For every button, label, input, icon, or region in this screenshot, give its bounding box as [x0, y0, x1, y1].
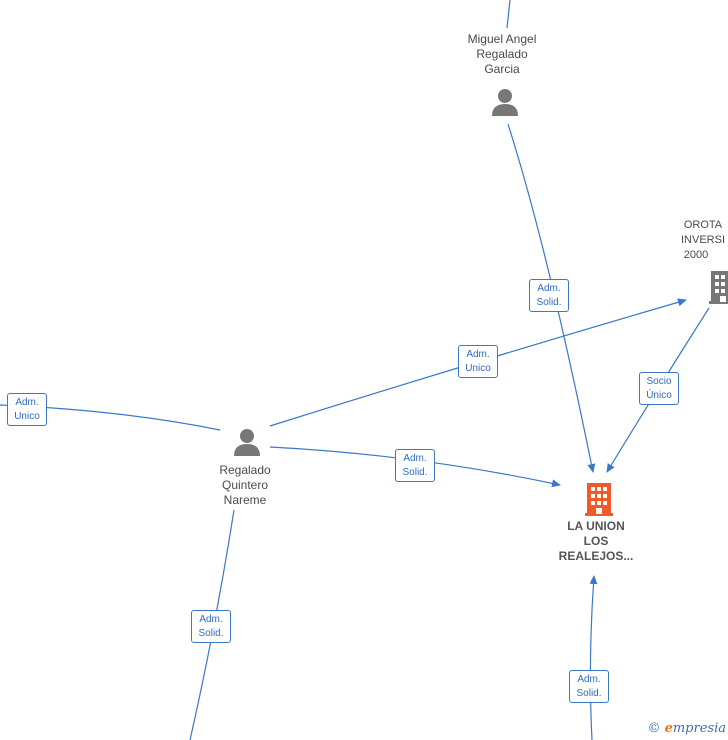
node-label-line: Miguel Angel [467, 32, 537, 46]
edge-miguel-to-launion [507, 123, 596, 473]
edge-label-regalado-down[interactable]: Adm. Solid. [191, 610, 231, 643]
node-label-line: Regalado [219, 463, 271, 477]
node-label-line: 2000 [683, 249, 709, 261]
building-icon [585, 483, 613, 516]
node-label-line: Garcia [484, 62, 520, 76]
person-icon [492, 89, 518, 116]
edge-label-text: Único [646, 390, 672, 401]
edge-label-text: Solid. [536, 297, 562, 308]
node-label-orotava[interactable]: OROTA INVERSI 2000 [668, 218, 728, 263]
node-label-line: OROTA [683, 219, 723, 231]
node-label-line: REALEJOS... [558, 549, 634, 563]
edge-label-text: Unico [14, 411, 40, 422]
edge-label-text: Adm. [15, 397, 39, 408]
node-label-launion[interactable]: LA UNION LOS REALEJOS... [546, 519, 646, 564]
node-label-line: INVERSI [680, 234, 725, 246]
edge-label-text: Socio [646, 376, 672, 387]
edge-label-bottom-launion[interactable]: Adm. Solid. [569, 670, 609, 703]
brand-name: mpresia [672, 721, 726, 736]
edge-label-regalado-orotava[interactable]: Adm. Unico [458, 345, 498, 378]
edge-label-text: Solid. [402, 467, 428, 478]
edge-label-miguel-launion[interactable]: Adm. Solid. [529, 279, 569, 312]
edge-label-text: Adm. [577, 674, 601, 685]
node-label-line: Regalado [476, 47, 528, 61]
node-label-regalado[interactable]: Regalado Quintero Nareme [195, 463, 295, 508]
copyright-symbol: © [647, 721, 661, 736]
edge-label-text: Unico [465, 363, 491, 374]
edge-label-text: Solid. [576, 688, 602, 699]
node-label-line: Quintero [221, 478, 269, 492]
edge-label-orotava-launion[interactable]: Socio Único [639, 372, 679, 405]
building-icon [709, 271, 728, 304]
person-icon [234, 429, 260, 456]
edge-label-text: Adm. [199, 614, 223, 625]
edge-bottom-to-launion [589, 575, 598, 740]
edge-label-regalado-launion[interactable]: Adm. Solid. [395, 449, 435, 482]
brand-initial: e [664, 721, 673, 736]
node-label-miguel[interactable]: Miguel Angel Regalado Garcia [452, 32, 552, 77]
edge-top-to-miguel [506, 0, 511, 29]
edge-label-text: Adm. [466, 349, 490, 360]
node-label-line: LOS [583, 534, 609, 548]
edge-label-text: Adm. [403, 453, 427, 464]
node-label-line: Nareme [223, 493, 267, 507]
edge-label-left-regalado[interactable]: Adm. Unico [7, 393, 47, 426]
empresia-watermark[interactable]: © empresia [647, 721, 726, 736]
node-label-line: LA UNION [567, 519, 625, 533]
edge-label-text: Solid. [198, 628, 224, 639]
edge-label-text: Adm. [537, 283, 561, 294]
